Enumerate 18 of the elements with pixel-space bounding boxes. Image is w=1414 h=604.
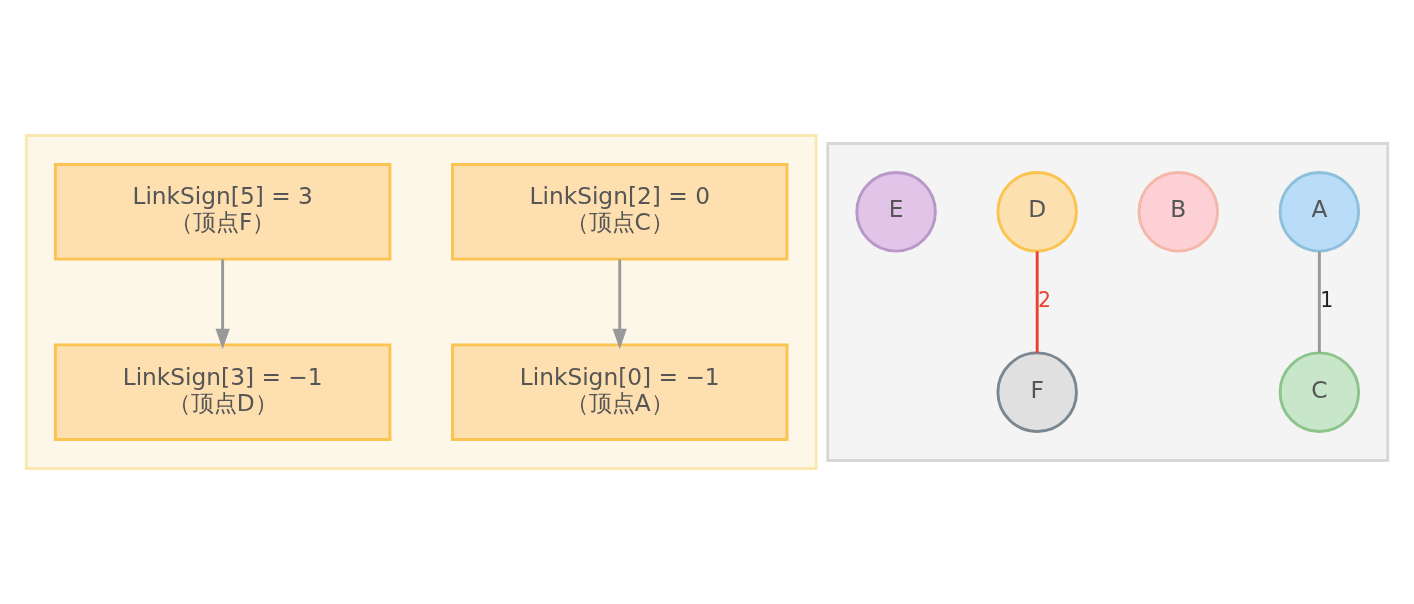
- node-box: LinkSign[2] = 0 （顶点C）: [451, 163, 789, 261]
- node-circle: D: [996, 171, 1078, 253]
- node-circle: B: [1137, 171, 1219, 253]
- connector: [1035, 251, 1039, 353]
- arrow: [215, 259, 230, 350]
- node-box: LinkSign[0] = −1 （顶点A）: [451, 343, 789, 441]
- connector: [1317, 251, 1321, 353]
- edge-label: 1: [1320, 288, 1334, 313]
- node-circle: A: [1278, 171, 1361, 253]
- node-circle: F: [996, 351, 1078, 433]
- arrow: [612, 259, 627, 350]
- cluster: [826, 142, 1390, 462]
- edge-label: 2: [1037, 288, 1051, 313]
- cluster: [24, 134, 818, 470]
- node-box: LinkSign[3] = −1 （顶点D）: [53, 343, 392, 441]
- node-circle: E: [855, 171, 937, 253]
- node-box: LinkSign[5] = 3 （顶点F）: [53, 163, 392, 261]
- node-circle: C: [1278, 351, 1361, 433]
